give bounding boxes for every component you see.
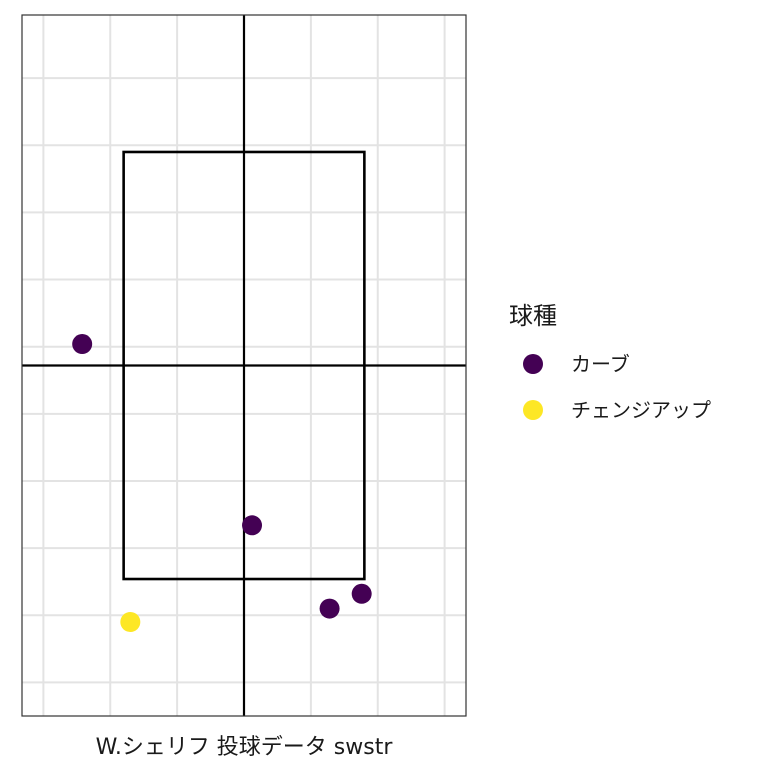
strike-zone — [122, 150, 366, 581]
data-point — [72, 334, 93, 355]
plot-panel — [21, 14, 467, 717]
legend-label: カーブ — [571, 352, 630, 376]
data-point — [351, 583, 372, 604]
legend-label: チェンジアップ — [571, 398, 711, 422]
legend-title: 球種 — [509, 302, 557, 330]
panel-border — [21, 14, 467, 717]
data-point — [120, 611, 141, 632]
data-point — [242, 515, 263, 536]
plot-area — [22, 15, 466, 716]
data-point — [319, 598, 340, 619]
x-axis-label: W.シェリフ 投球データ swstr — [96, 735, 394, 760]
legend-swatch — [523, 354, 543, 374]
legend-swatch — [523, 400, 543, 420]
